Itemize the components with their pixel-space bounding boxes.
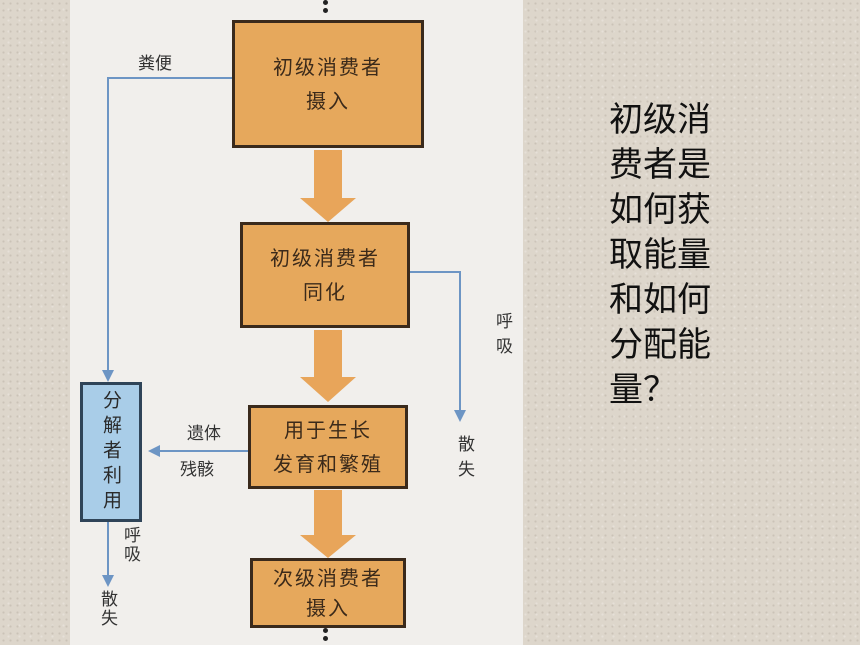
remains-label-line1: 遗体	[187, 424, 221, 444]
secondary-consumer-intake-box: 次级消费者 摄入	[250, 558, 406, 628]
respiration-arrowhead	[454, 410, 466, 422]
feces-label: 粪便	[138, 54, 172, 74]
feces-arrowhead	[102, 370, 114, 382]
secondary-intake-line2: 摄入	[306, 596, 350, 620]
assimilation-line1: 初级消费者	[270, 246, 380, 270]
growth-reproduction-box: 用于生长 发育和繁殖	[248, 405, 408, 489]
flow-arrow-3	[300, 490, 356, 558]
growth-line1: 用于生长	[284, 418, 372, 442]
respiration-line	[410, 271, 461, 410]
continuation-dots-top	[323, 0, 328, 16]
assimilation-line2: 同化	[303, 280, 347, 304]
decomposer-box: 分解者利用	[80, 382, 142, 522]
dissipation-label-right: 散失	[454, 435, 474, 485]
remains-arrowhead	[148, 445, 160, 457]
decomposer-respiration-arrowhead	[102, 575, 114, 587]
primary-consumer-intake-box: 初级消费者 摄入	[232, 20, 424, 148]
respiration-label-right: 呼吸	[492, 312, 512, 362]
primary-consumer-assimilation-box: 初级消费者 同化	[240, 222, 410, 328]
flow-arrow-1	[300, 150, 356, 222]
remains-label-line2: 残骸	[180, 460, 214, 480]
primary-intake-line1: 初级消费者	[273, 55, 383, 79]
dissipation-label-left: 散失	[97, 590, 117, 628]
primary-intake-line2: 摄入	[306, 89, 350, 113]
growth-line2: 发育和繁殖	[273, 452, 383, 476]
continuation-dots-bottom	[323, 628, 328, 644]
secondary-intake-line1: 次级消费者	[273, 566, 383, 590]
respiration-label-left: 呼吸	[120, 526, 140, 564]
question-text: 初级消费者是如何获取能量和如何分配能量？	[609, 100, 711, 410]
feces-line	[107, 77, 232, 370]
flow-arrow-2	[300, 330, 356, 402]
decomposer-label: 分解者利用	[100, 389, 122, 515]
